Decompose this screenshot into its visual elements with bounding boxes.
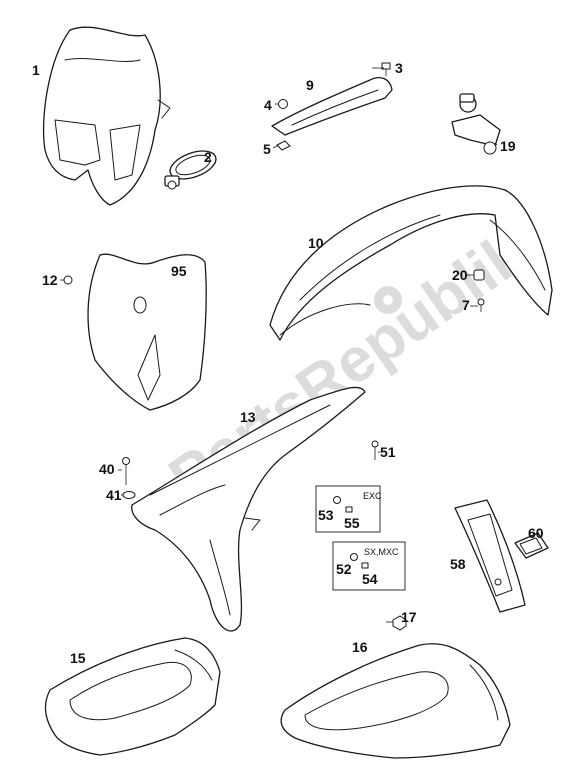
bolt-20 <box>473 269 485 281</box>
callout-19: 19 <box>500 138 516 154</box>
callout-1: 1 <box>32 62 40 78</box>
callout-58: 58 <box>450 556 466 572</box>
callout-9: 9 <box>306 77 314 93</box>
callout-12: 12 <box>42 272 58 288</box>
watermark-gear-icon <box>374 286 402 314</box>
screw-12 <box>63 275 73 285</box>
callout-10: 10 <box>308 235 324 251</box>
number-plate <box>87 253 207 411</box>
front-fender <box>269 185 553 341</box>
screw-7 <box>477 298 485 312</box>
rear-fender <box>131 386 366 632</box>
side-panel-left <box>44 637 221 756</box>
bracket-19 <box>451 93 501 155</box>
callout-17: 17 <box>401 609 417 625</box>
callout-52: 52 <box>336 561 352 577</box>
leader-lines <box>60 67 498 623</box>
callout-41: 41 <box>106 487 122 503</box>
headlight-mask <box>42 26 171 206</box>
bolt-40 <box>122 457 130 485</box>
bolt-51 <box>371 440 379 460</box>
callout-95: 95 <box>171 263 187 279</box>
callout-2: 2 <box>204 149 212 165</box>
mudflap <box>454 499 526 613</box>
exc-label: EXC <box>363 491 382 501</box>
callout-13: 13 <box>240 409 256 425</box>
callout-60: 60 <box>528 525 544 541</box>
headlight-clamp <box>164 150 217 190</box>
sxmxc-box: SX,MXC <box>332 541 406 591</box>
callout-16: 16 <box>352 639 368 655</box>
callout-53: 53 <box>318 507 334 523</box>
callout-labels: 1 2 3 4 5 7 9 10 12 13 15 16 17 19 20 40… <box>32 60 544 666</box>
nut-5 <box>276 140 291 151</box>
callout-20: 20 <box>452 267 468 283</box>
gasket-60 <box>514 532 549 559</box>
callout-4: 4 <box>264 97 272 113</box>
bolt-4 <box>278 99 288 109</box>
screw-3 <box>381 62 391 76</box>
callout-7: 7 <box>462 297 470 313</box>
callout-5: 5 <box>263 141 271 157</box>
callout-51: 51 <box>380 444 396 460</box>
callout-55: 55 <box>344 515 360 531</box>
callout-54: 54 <box>362 571 378 587</box>
washer-41 <box>122 491 136 499</box>
callout-40: 40 <box>99 461 115 477</box>
sxmxc-label: SX,MXC <box>364 547 399 557</box>
callout-3: 3 <box>395 60 403 76</box>
exc-box: EXC <box>315 485 382 533</box>
fork-guard <box>271 77 393 136</box>
side-panel-right <box>280 643 511 759</box>
nut-17 <box>392 615 407 631</box>
callout-15: 15 <box>70 650 86 666</box>
